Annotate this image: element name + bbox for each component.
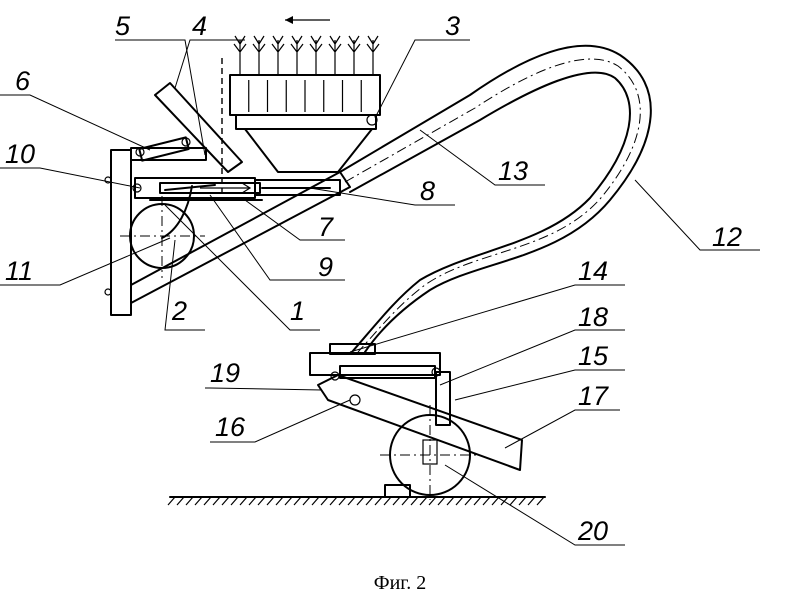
label-11: 11 <box>5 256 33 286</box>
label-1: 1 <box>290 296 305 326</box>
label-6: 6 <box>15 66 31 96</box>
ground <box>167 496 546 506</box>
label-15: 15 <box>578 341 609 371</box>
delivery-tube <box>339 44 652 353</box>
part-labels: 1 2 3 4 5 6 7 8 9 10 11 12 13 14 15 16 1… <box>5 11 742 546</box>
label-4: 4 <box>192 11 207 41</box>
hopper <box>235 114 378 173</box>
label-17: 17 <box>578 381 609 411</box>
label-2: 2 <box>171 296 187 326</box>
lift-arm <box>135 82 243 173</box>
press-wheel <box>380 405 480 500</box>
label-8: 8 <box>420 176 435 206</box>
leader-lines <box>0 39 760 546</box>
label-12: 12 <box>712 222 742 252</box>
label-9: 9 <box>318 252 333 282</box>
planting-unit <box>309 343 523 471</box>
label-7: 7 <box>318 212 334 242</box>
label-5: 5 <box>115 11 131 41</box>
label-18: 18 <box>578 302 608 332</box>
label-20: 20 <box>577 516 608 546</box>
label-14: 14 <box>578 256 608 286</box>
label-19: 19 <box>210 358 240 388</box>
label-16: 16 <box>215 412 246 442</box>
figure-caption: Фиг. 2 <box>373 572 427 594</box>
label-10: 10 <box>5 139 35 169</box>
seedling-cassette <box>229 16 381 116</box>
label-3: 3 <box>445 11 460 41</box>
frame-beam <box>130 171 351 304</box>
frame-plate <box>104 149 132 316</box>
feed-channel <box>149 179 341 201</box>
label-13: 13 <box>498 156 528 186</box>
